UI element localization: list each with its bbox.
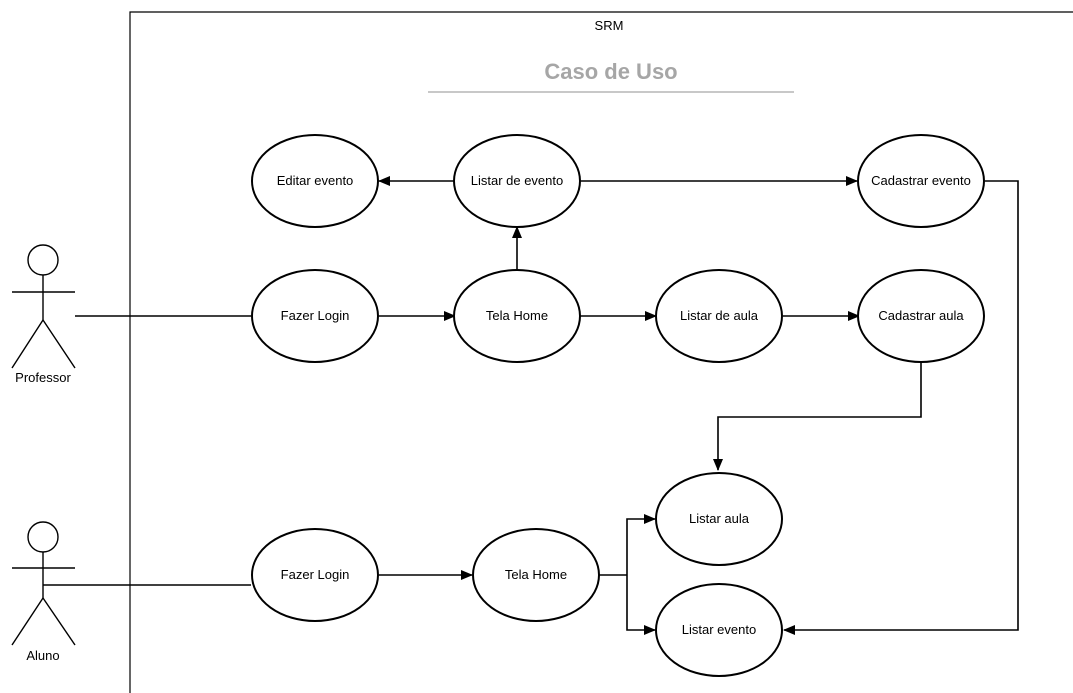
actor-head <box>27 244 59 276</box>
connectors <box>43 176 1019 635</box>
use-case-label: Listar de aula <box>680 308 759 323</box>
use-case-fazer-login-aluno[interactable]: Fazer Login <box>251 528 379 622</box>
use-case-listar-de-evento[interactable]: Listar de evento <box>453 134 581 228</box>
use-case-listar-de-aula[interactable]: Listar de aula <box>655 269 783 363</box>
use-case-label: Cadastrar evento <box>871 173 971 188</box>
use-case-cadastrar-evento[interactable]: Cadastrar evento <box>857 134 985 228</box>
use-case-label: Fazer Login <box>281 308 350 323</box>
use-case-fazer-login-professor[interactable]: Fazer Login <box>251 269 379 363</box>
actor-label-professor: Professor <box>15 370 71 385</box>
use-case-label: Editar evento <box>277 173 354 188</box>
use-case-tela-home-aluno[interactable]: Tela Home <box>472 528 600 622</box>
use-case-editar-evento[interactable]: Editar evento <box>251 134 379 228</box>
edge-cadastrar-evento-to-listar-evento <box>783 180 1019 635</box>
actor-head <box>27 521 59 553</box>
use-case-label: Listar aula <box>689 511 750 526</box>
edge-cadastrar-aula-to-listar-aula <box>713 363 922 471</box>
actor-aluno: Aluno <box>11 521 76 663</box>
use-case-listar-aula[interactable]: Listar aula <box>655 472 783 566</box>
use-case-cadastrar-aula[interactable]: Cadastrar aula <box>857 269 985 363</box>
use-case-listar-evento[interactable]: Listar evento <box>655 583 783 677</box>
use-case-label: Listar de evento <box>471 173 564 188</box>
use-case-label: Tela Home <box>486 308 548 323</box>
edge-home-aluno-to-listar-evento <box>626 575 656 635</box>
actor-professor: Professor <box>11 244 76 385</box>
use-case-label: Listar evento <box>682 622 756 637</box>
use-case-label: Cadastrar aula <box>878 308 964 323</box>
use-case-label: Tela Home <box>505 567 567 582</box>
edge-home-aluno-to-listar-aula <box>626 514 656 575</box>
diagram-title: Caso de Uso <box>544 59 677 84</box>
use-case-tela-home-professor[interactable]: Tela Home <box>453 269 581 363</box>
system-boundary <box>129 11 1073 693</box>
system-name: SRM <box>595 18 624 33</box>
actor-label-aluno: Aluno <box>26 648 59 663</box>
use-case-label: Fazer Login <box>281 567 350 582</box>
